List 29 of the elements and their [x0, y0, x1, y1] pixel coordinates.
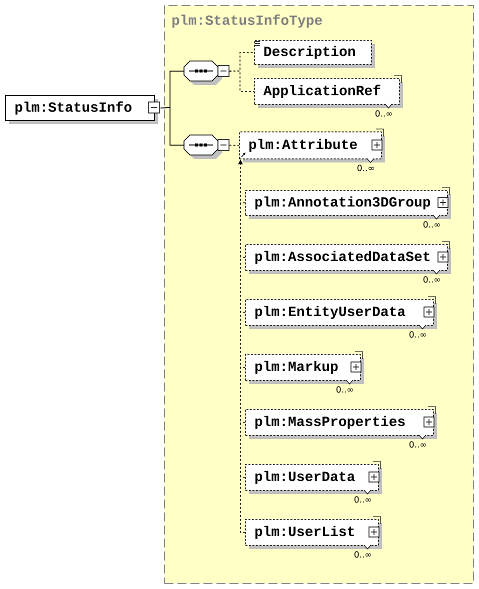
element-box: plm:MassProperties: [245, 406, 437, 440]
element-box: plm:AssociatedDataSet: [245, 241, 451, 274]
connector-line: [240, 256, 246, 258]
element-box: plm:Attribute: [239, 128, 385, 163]
element-box: Description: [254, 40, 375, 68]
element-box: plm:EntityUserData: [245, 296, 437, 330]
element-box: plm:Markup: [245, 351, 364, 384]
connector-line: [240, 202, 246, 204]
multiplicity-label: 0..∞: [409, 441, 426, 448]
multiplicity-label: 0..∞: [357, 164, 374, 172]
connector-line: [240, 422, 246, 423]
multiplicity-label: 0..∞: [336, 386, 353, 393]
multiplicity-label: 0..∞: [423, 276, 440, 283]
multiplicity-label: 0..∞: [375, 110, 392, 117]
connector-line: [240, 366, 246, 368]
connector-line: [240, 312, 246, 313]
element-box: ApplicationRef: [254, 75, 403, 108]
connector-line: [229, 144, 240, 146]
element-box: plm:UserData: [245, 461, 382, 494]
multiplicity-label: 0..∞: [423, 221, 440, 228]
multiplicity-label: 0..∞: [409, 331, 426, 338]
connector-line: [160, 107, 184, 146]
multiplicity-label: 0..∞: [354, 496, 371, 503]
element-box: plm:StatusInfo: [5, 95, 158, 124]
element-box: plm:Annotation3DGroup: [245, 187, 451, 220]
element-box: plm:UserList: [245, 516, 382, 550]
multiplicity-label: 0..∞: [354, 551, 371, 558]
connector-line: [229, 70, 254, 92]
connector-line: [240, 476, 246, 478]
